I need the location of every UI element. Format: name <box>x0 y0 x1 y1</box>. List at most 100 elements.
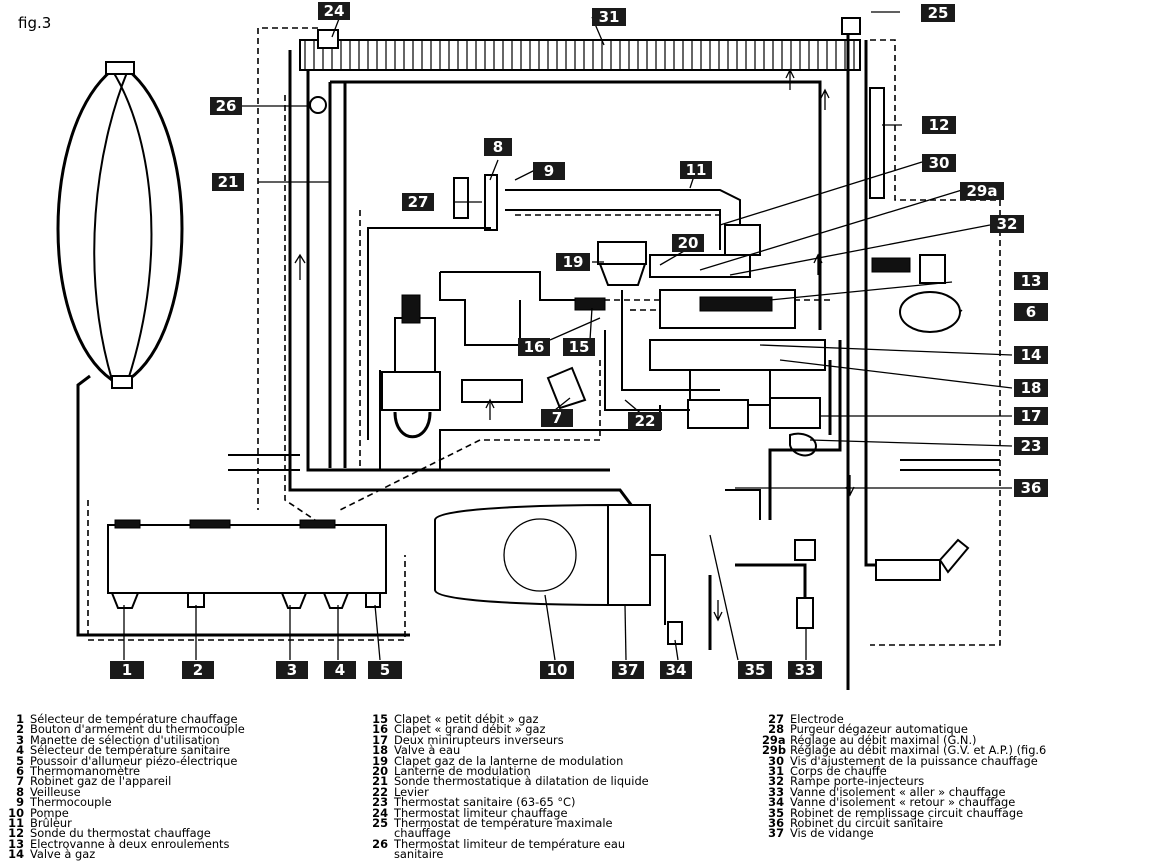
legend-entry: 9 Thermocouple <box>2 795 245 810</box>
callout-15: 15 <box>563 338 595 356</box>
heat-exchanger <box>288 20 940 690</box>
legend-number: 9 <box>16 795 24 810</box>
legend-number: 6 <box>16 764 24 779</box>
callout-9: 9 <box>533 162 565 180</box>
svg-text:1: 1 <box>122 661 132 679</box>
legend-text: Sonde du thermostat chauffage <box>30 826 211 841</box>
svg-text:23: 23 <box>1021 437 1042 455</box>
legend-text: Clapet « grand débit » gaz <box>394 722 546 737</box>
legend-text: Brûleur <box>30 816 72 831</box>
legend-number: 13 <box>8 836 24 851</box>
legend-entry: 33 Vanne d'isolement « aller » chauffage <box>762 784 1046 799</box>
legend-number: 12 <box>8 826 24 841</box>
legend-number: 14 <box>8 847 24 862</box>
legend-text: Corps de chauffe <box>790 764 887 779</box>
gas-valve-assembly <box>379 241 826 471</box>
callout-29a: 29a <box>960 182 1004 200</box>
legend-text: Vanne d'isolement « aller » chauffage <box>790 784 1006 799</box>
legend-number: 11 <box>8 816 24 831</box>
legend-text: Thermomanomètre <box>30 764 141 779</box>
svg-text:21: 21 <box>218 173 239 191</box>
svg-text:3: 3 <box>287 661 297 679</box>
legend-text: Electrovanne à deux enroulements <box>30 836 230 851</box>
svg-text:25: 25 <box>928 4 949 22</box>
svg-text:27: 27 <box>408 193 429 211</box>
legend-number: 25 <box>372 816 388 831</box>
callout-18: 18 <box>1014 379 1048 397</box>
legend-text: Clapet gaz de la lanterne de modulation <box>394 753 624 768</box>
callout-10: 10 <box>540 661 574 679</box>
callout-16: 16 <box>518 338 550 356</box>
legend-text: Thermostat limiteur de température eau <box>394 836 626 851</box>
legend-number: 33 <box>768 784 784 799</box>
svg-text:13: 13 <box>1021 272 1042 290</box>
svg-text:5: 5 <box>380 661 390 679</box>
burner <box>367 174 761 440</box>
callout-20: 20 <box>672 234 704 252</box>
svg-text:6: 6 <box>1026 303 1036 321</box>
svg-text:36: 36 <box>1021 479 1042 497</box>
callout-2: 2 <box>182 661 214 679</box>
svg-text:7: 7 <box>552 409 562 427</box>
svg-text:10: 10 <box>547 661 568 679</box>
legend-number: 8 <box>16 784 24 799</box>
legend-text: Robinet gaz de l'appareil <box>30 774 172 789</box>
svg-text:12: 12 <box>929 116 950 134</box>
legend-text: Levier <box>394 784 429 799</box>
legend-number: 18 <box>372 743 388 758</box>
svg-text:26: 26 <box>216 97 237 115</box>
callout-22: 22 <box>628 412 662 430</box>
svg-text:24: 24 <box>324 2 345 20</box>
callout-37: 37 <box>612 661 644 679</box>
legend-text: Sonde thermostatique à dilatation de liq… <box>394 774 649 789</box>
callout-4: 4 <box>324 661 356 679</box>
callout-17: 17 <box>1014 407 1048 425</box>
callout-26: 26 <box>210 97 242 115</box>
svg-text:33: 33 <box>795 661 816 679</box>
legend-text: Rampe porte-injecteurs <box>790 774 925 789</box>
legend-text: Thermocouple <box>30 795 112 810</box>
legend-number <box>366 849 388 859</box>
callout-31: 31 <box>592 8 626 26</box>
legend-number: 34 <box>768 795 784 810</box>
legend-number: 2 <box>16 722 24 737</box>
callout-8: 8 <box>484 138 512 156</box>
svg-text:18: 18 <box>1021 379 1042 397</box>
legend-entry: 19 Clapet gaz de la lanterne de modulatio… <box>366 753 649 768</box>
legend-text: chauffage <box>394 826 451 841</box>
legend-number: 29a <box>762 732 786 747</box>
callout-11: 11 <box>680 161 712 179</box>
legend-number: 19 <box>372 753 388 768</box>
legend-entry: 11 Brûleur <box>2 816 245 831</box>
control-panel <box>107 519 387 609</box>
svg-text:15: 15 <box>569 338 590 356</box>
legend-text: Vis de vidange <box>790 826 874 841</box>
callout-19: 19 <box>556 253 590 271</box>
callout-27: 27 <box>402 193 434 211</box>
legend-text: Poussoir d'allumeur piézo-électrique <box>30 753 238 768</box>
expansion-vessel <box>56 61 410 637</box>
legend-text: Robinet de remplissage circuit chauffage <box>790 805 1024 820</box>
legend-text: Electrode <box>790 712 844 726</box>
legend-text: Deux minirupteurs inverseurs <box>394 732 564 747</box>
legend-number: 30 <box>768 753 784 768</box>
callout-23: 23 <box>1014 437 1048 455</box>
legend-number: 36 <box>768 816 784 831</box>
